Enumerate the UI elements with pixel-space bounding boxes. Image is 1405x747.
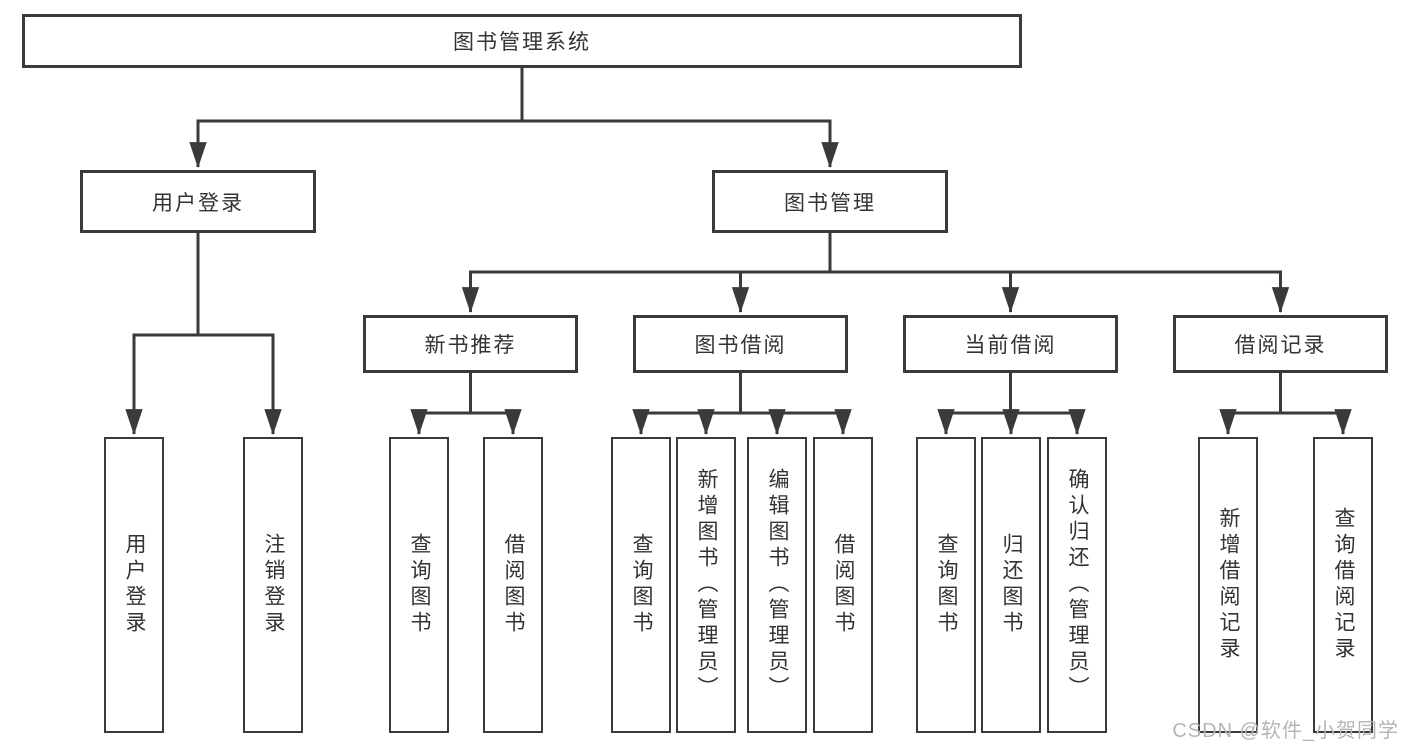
leaf-query-books-current: 查询图书 [916,437,976,733]
leaf-query-books-recommend: 查询图书 [389,437,449,733]
csdn-watermark: CSDN @软件_小贺同学 [1172,720,1399,742]
leaf-query-borrow-record: 查询借阅记录 [1313,437,1373,733]
node-book-borrowing: 图书借阅 [633,315,848,373]
leaf-add-books-admin: 新增图书（管理员） [676,437,736,733]
node-book-management-branch: 图书管理 [712,170,948,233]
node-current-borrowing: 当前借阅 [903,315,1118,373]
leaf-user-login: 用户登录 [104,437,164,733]
leaf-add-borrow-record: 新增借阅记录 [1198,437,1258,733]
leaf-logout: 注销登录 [243,437,303,733]
leaf-borrow-books: 借阅图书 [813,437,873,733]
leaf-confirm-return-admin: 确认归还（管理员） [1047,437,1107,733]
node-user-login-branch: 用户登录 [80,170,316,233]
leaf-edit-books-admin: 编辑图书（管理员） [747,437,807,733]
node-library-management-system: 图书管理系统 [22,14,1022,68]
node-new-book-recommendation: 新书推荐 [363,315,578,373]
leaf-return-books: 归还图书 [981,437,1041,733]
node-borrowing-records: 借阅记录 [1173,315,1388,373]
leaf-borrow-books-recommend: 借阅图书 [483,437,543,733]
leaf-query-books-borrowing: 查询图书 [611,437,671,733]
